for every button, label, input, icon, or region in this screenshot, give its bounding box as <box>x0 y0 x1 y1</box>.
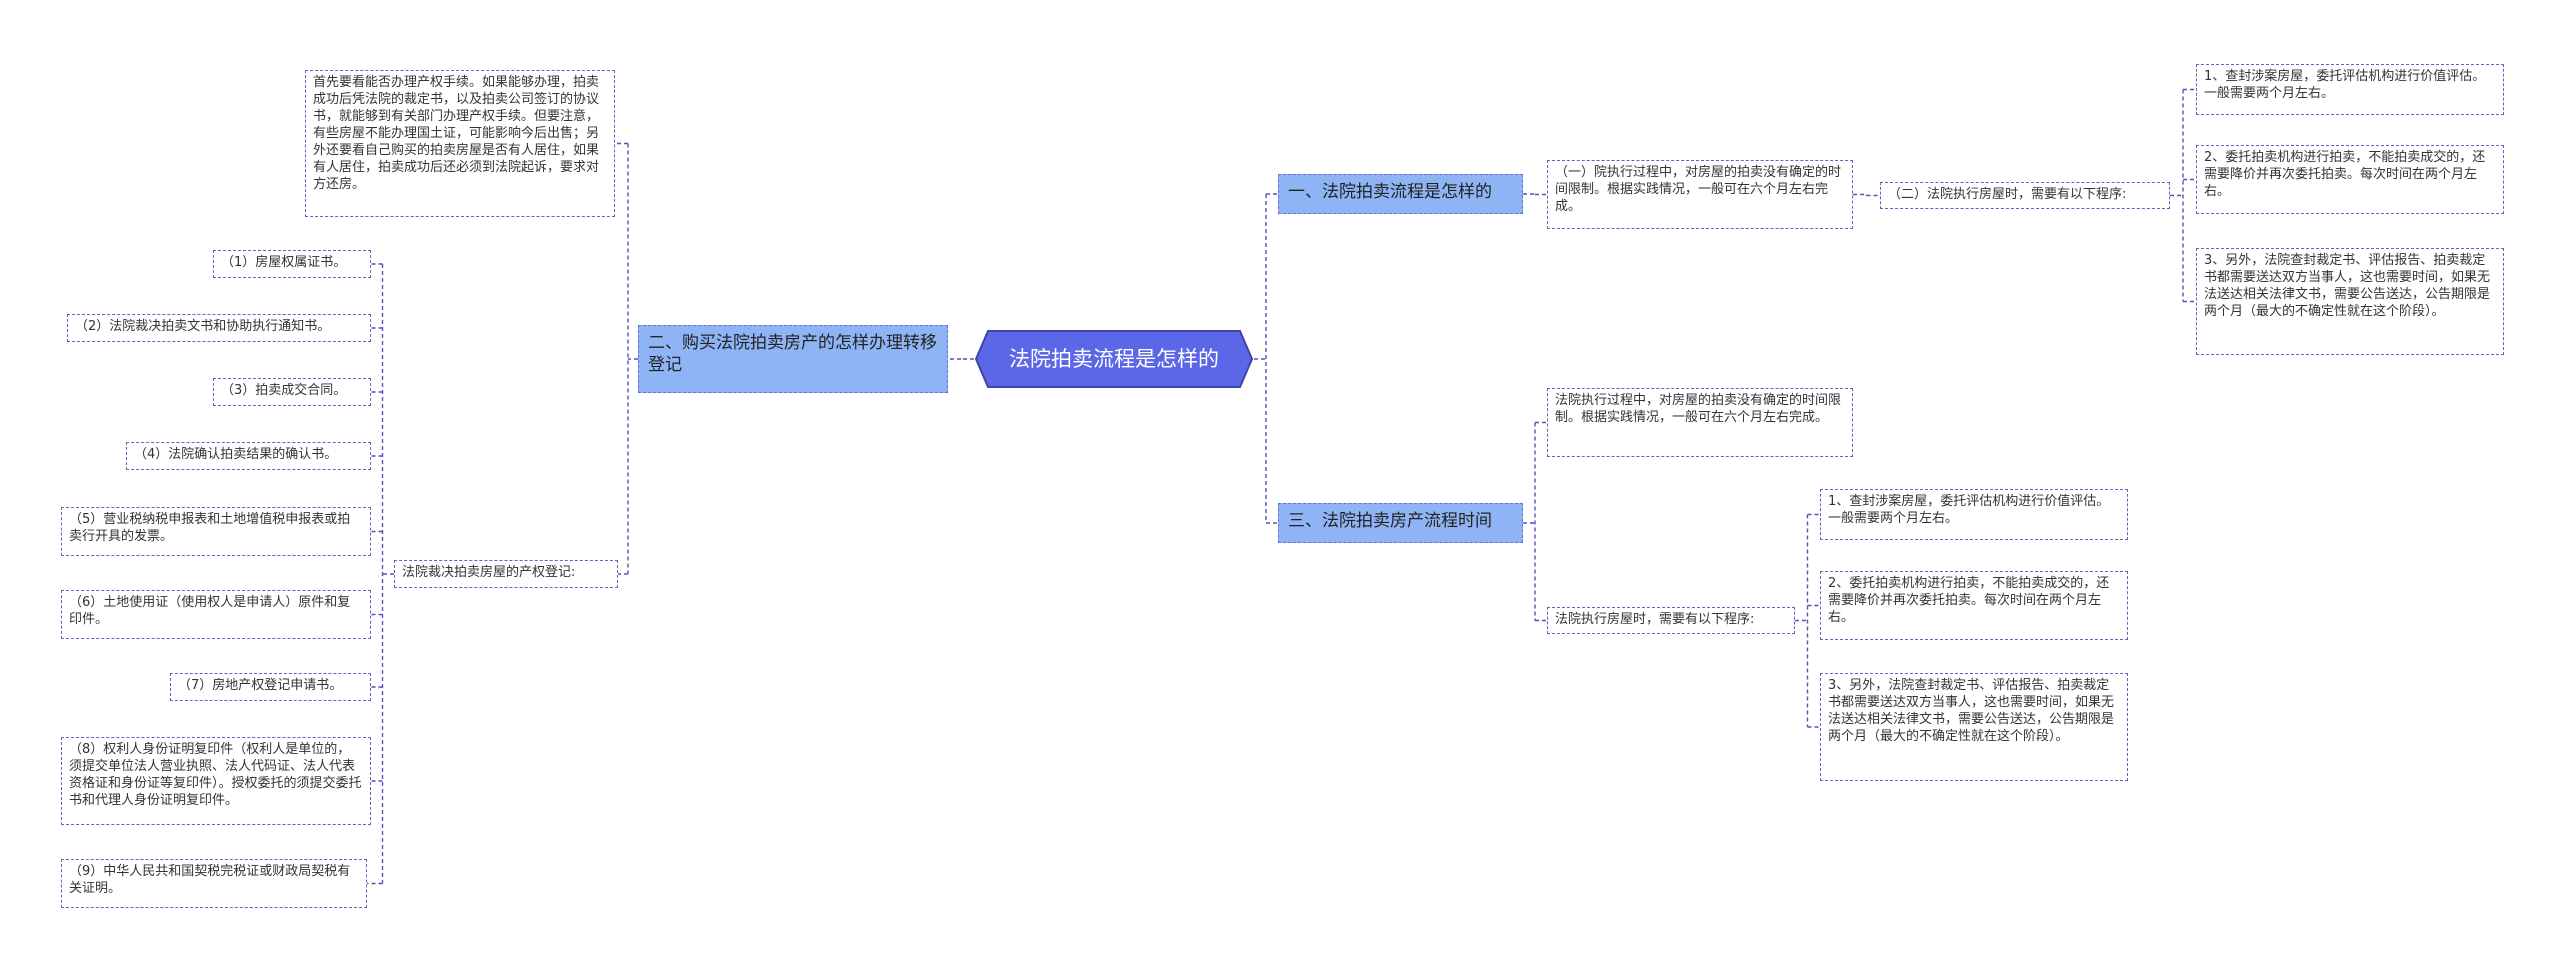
b1-step-3[interactable]: 3、另外，法院查封裁定书、评估报告、拍卖裁定书都需要送达双方当事人，这也需要时间… <box>2196 248 2504 355</box>
b3-step-2[interactable]: 2、委托拍卖机构进行拍卖，不能拍卖成交的，还需要降价并再次委托拍卖。每次时间在两… <box>1820 571 2128 640</box>
branch-node-2[interactable]: 二、购买法院拍卖房产的怎样办理转移登记 <box>638 325 948 393</box>
b2-doc-5[interactable]: （5）营业税纳税申报表和土地增值税申报表或拍卖行开具的发票。 <box>61 507 371 556</box>
b1-step-2[interactable]: 2、委托拍卖机构进行拍卖，不能拍卖成交的，还需要降价并再次委托拍卖。每次时间在两… <box>2196 145 2504 214</box>
b2-doc-1[interactable]: （1）房屋权属证书。 <box>213 250 371 278</box>
b3-step-3[interactable]: 3、另外，法院查封裁定书、评估报告、拍卖裁定书都需要送达双方当事人，这也需要时间… <box>1820 673 2128 781</box>
b2-doc-6[interactable]: （6）土地使用证（使用权人是申请人）原件和复印件。 <box>61 590 371 639</box>
b1-step-1[interactable]: 1、查封涉案房屋，委托评估机构进行价值评估。一般需要两个月左右。 <box>2196 64 2504 115</box>
b2-docs-label[interactable]: 法院裁决拍卖房屋的产权登记: <box>394 560 618 588</box>
b2-doc-7[interactable]: （7）房地产权登记申请书。 <box>170 673 371 701</box>
b2-intro-note[interactable]: 首先要看能否办理产权手续。如果能够办理，拍卖成功后凭法院的裁定书，以及拍卖公司签… <box>305 70 615 217</box>
root-hexagon-shape <box>974 330 1254 388</box>
b1-child-time-limit[interactable]: （一）院执行过程中，对房屋的拍卖没有确定的时间限制。根据实践情况，一般可在六个月… <box>1547 160 1853 229</box>
root-node[interactable]: 法院拍卖流程是怎样的 <box>974 329 1254 389</box>
branch-node-1[interactable]: 一、法院拍卖流程是怎样的 <box>1278 174 1523 214</box>
b2-doc-8[interactable]: （8）权利人身份证明复印件（权利人是单位的，须提交单位法人营业执照、法人代码证、… <box>61 737 371 825</box>
root-label: 法院拍卖流程是怎样的 <box>1009 346 1219 371</box>
b3-child-procedure[interactable]: 法院执行房屋时，需要有以下程序: <box>1547 607 1795 634</box>
b2-doc-4[interactable]: （4）法院确认拍卖结果的确认书。 <box>126 442 371 470</box>
b3-step-1[interactable]: 1、查封涉案房屋，委托评估机构进行价值评估。一般需要两个月左右。 <box>1820 489 2128 540</box>
b2-doc-2[interactable]: （2）法院裁决拍卖文书和协助执行通知书。 <box>67 314 371 342</box>
b2-doc-3[interactable]: （3）拍卖成交合同。 <box>213 378 371 406</box>
b2-doc-9[interactable]: （9）中华人民共和国契税完税证或财政局契税有关证明。 <box>61 859 367 908</box>
b1-child-procedure[interactable]: （二）法院执行房屋时，需要有以下程序: <box>1880 182 2170 209</box>
branch-node-3[interactable]: 三、法院拍卖房产流程时间 <box>1278 503 1523 543</box>
b3-child-time-limit[interactable]: 法院执行过程中，对房屋的拍卖没有确定的时间限制。根据实践情况，一般可在六个月左右… <box>1547 388 1853 457</box>
